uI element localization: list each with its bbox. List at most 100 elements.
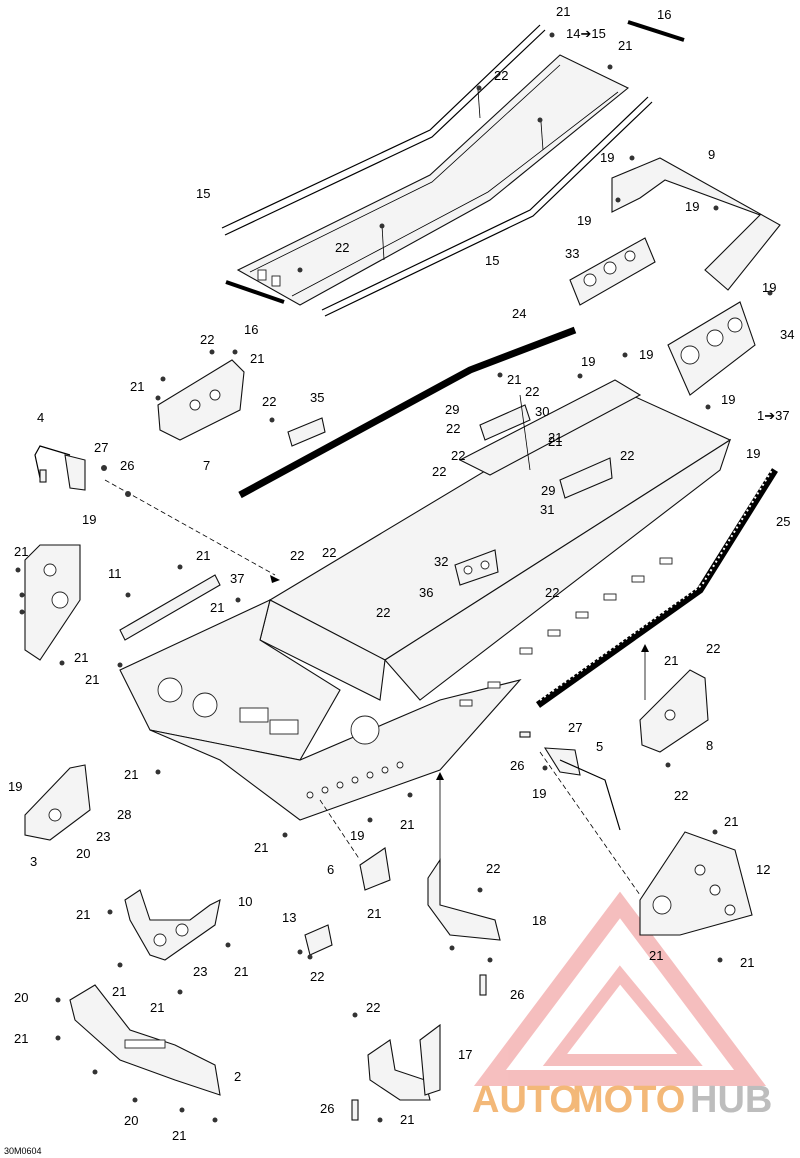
callout-label: 22: [620, 448, 634, 463]
callout-label: 11: [108, 566, 122, 581]
callout-label: 26: [510, 758, 524, 773]
bracket-10: [124, 889, 221, 961]
callout-label: 21: [649, 948, 663, 963]
callout-label: 16: [657, 7, 671, 22]
callout-label: 12: [756, 862, 770, 877]
callout-label: 1➔37: [757, 408, 790, 423]
callout-label: 22: [446, 421, 460, 436]
callout-label: 34: [780, 327, 794, 342]
tunnel-slots: [459, 557, 673, 707]
strip-16-bottom: [225, 280, 285, 304]
callout-label: 26: [320, 1101, 334, 1116]
callout-label: 26: [120, 458, 134, 473]
callout-label: 21: [548, 430, 562, 445]
callout-label: 22: [674, 788, 688, 803]
bracket-17: [367, 1023, 441, 1101]
callout-label: 18: [532, 913, 546, 928]
callout-label: 24: [512, 306, 526, 321]
callout-label: 20: [14, 990, 28, 1005]
callout-label: 32: [434, 554, 448, 569]
callout-label: 26: [510, 987, 524, 1002]
callout-label: 22: [494, 68, 508, 83]
callout-label: 19: [577, 213, 591, 228]
callout-label: 37: [230, 571, 244, 586]
plate-11: [24, 544, 81, 661]
callout-label: 22: [322, 545, 336, 560]
callout-label: 7: [203, 458, 210, 473]
callout-label: 25: [776, 514, 790, 529]
callout-label: 8: [706, 738, 713, 753]
rail-15-left: [221, 24, 546, 236]
clip-6: [359, 847, 391, 891]
pins-26: [39, 469, 531, 1121]
callout-label: 30: [535, 404, 549, 419]
callout-label: 29: [445, 402, 459, 417]
callout-label: 13: [282, 910, 296, 925]
callout-label: 21: [740, 955, 754, 970]
callout-label: 21: [76, 907, 90, 922]
callout-label: 22: [706, 641, 720, 656]
callout-label: 19: [350, 828, 364, 843]
callout-label: 22: [335, 240, 349, 255]
bracket-8: [639, 669, 709, 753]
callout-label: 15: [196, 186, 210, 201]
callout-label: 2: [234, 1069, 241, 1084]
callout-label: 21: [14, 544, 28, 559]
callout-label: 19: [581, 354, 595, 369]
strip-16-top: [627, 20, 685, 42]
watermark-logo: [473, 891, 767, 1086]
strip-37: [119, 574, 221, 641]
callout-label: 29: [541, 483, 555, 498]
callout-label: 21: [556, 4, 570, 19]
callout-label: 21: [664, 653, 678, 668]
rail-25: [535, 468, 778, 708]
callout-label: 21: [618, 38, 632, 53]
callout-label: 21: [74, 650, 88, 665]
crossmember: [454, 379, 642, 586]
callout-label: 21: [210, 600, 224, 615]
callout-label: 19: [8, 779, 22, 794]
callout-label: 17: [458, 1047, 472, 1062]
callout-label: 33: [565, 246, 579, 261]
callout-label: 19: [639, 347, 653, 362]
plate-34: [667, 301, 756, 396]
callout-label: 21: [124, 767, 138, 782]
callout-label: 19: [746, 446, 760, 461]
callout-label: 21: [400, 817, 414, 832]
callout-label: 20: [124, 1113, 138, 1128]
callout-label: 20: [76, 846, 90, 861]
callout-label: 22: [376, 605, 390, 620]
callout-label: 22: [525, 384, 539, 399]
callout-label: 6: [327, 862, 334, 877]
watermark-text-hub: HUB: [690, 1079, 772, 1121]
callout-label: 21: [400, 1112, 414, 1127]
handle-5: [543, 747, 621, 831]
callout-label: 10: [238, 894, 252, 909]
watermark-text-auto: AUTO: [472, 1079, 579, 1121]
callout-label: 21: [85, 672, 99, 687]
callout-label: 14➔15: [566, 26, 606, 41]
callout-label: 19: [532, 786, 546, 801]
callout-label: 3: [30, 854, 37, 869]
running-board-holes: [306, 761, 404, 799]
callout-label: 21: [112, 984, 126, 999]
bracket-35: [287, 417, 326, 447]
rail-15-right: [321, 96, 653, 317]
callout-label: 35: [310, 390, 324, 405]
bracket-3: [24, 764, 91, 841]
rail-24: [238, 326, 579, 503]
callout-label: 22: [432, 464, 446, 479]
callout-label: 19: [721, 392, 735, 407]
callout-label: 22: [366, 1000, 380, 1015]
callout-label: 22: [262, 394, 276, 409]
callout-label: 19: [82, 512, 96, 527]
callout-label: 21: [130, 379, 144, 394]
plate-33: [569, 237, 656, 306]
callout-label: 31: [540, 502, 554, 517]
callout-label: 27: [94, 440, 108, 455]
rail-bracket-2: [69, 984, 221, 1096]
callout-label: 21: [150, 1000, 164, 1015]
callout-label: 23: [193, 964, 207, 979]
